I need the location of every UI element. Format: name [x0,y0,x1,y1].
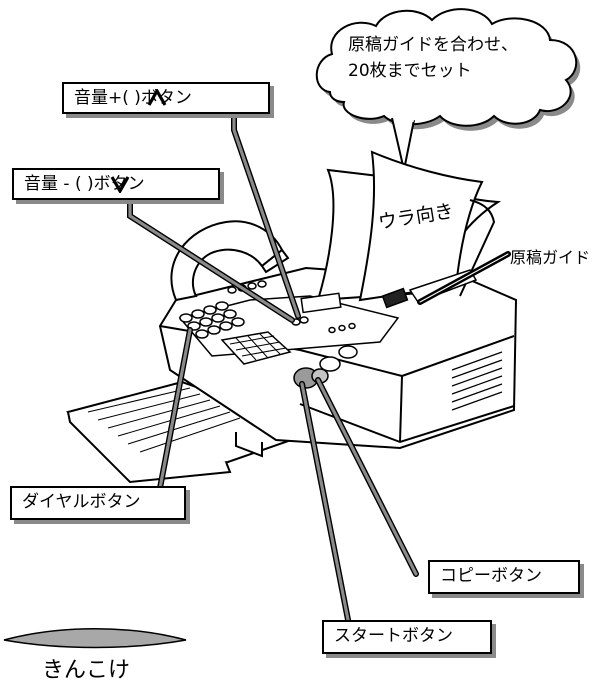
copy-button-callout: コピーボタン [428,560,580,594]
cloud-line-1: 原稿ガイドを合わせ、 [348,35,518,55]
caret-down-icon [110,176,130,193]
document-stack [316,150,502,302]
volume-up-label: 音量+( )ボタン [74,88,192,108]
copy-button-label: コピーボタン [440,566,542,586]
bottom-arc [3,628,187,649]
leader-lines [127,107,511,633]
fax-machine-illustration [3,8,581,649]
bottom-cutoff-text: きんこけ [42,658,131,683]
caret-up-icon [147,89,167,106]
start-button-label: スタートボタン [334,626,453,646]
document-guide-label: 原稿ガイド [510,248,591,267]
control-panel [178,280,400,372]
thought-cloud [315,8,581,171]
dial-button-callout: ダイヤルボタン [10,486,186,520]
start-button-callout: スタートボタン [322,620,492,654]
fax-diagram: 原稿ガイドを合わせ、 20枚までセット ウラ向き 原稿ガイド 音量+( )ボタン… [3,8,591,683]
dial-button-label: ダイヤルボタン [22,492,141,512]
cloud-line-2: 20枚までセット [348,61,472,81]
